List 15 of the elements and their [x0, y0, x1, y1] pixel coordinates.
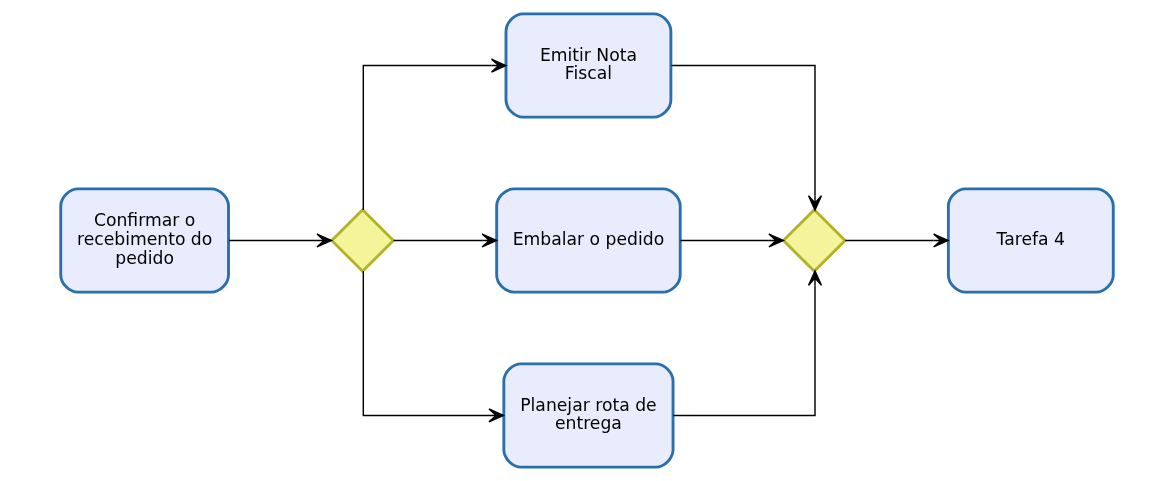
- node-box: Embalar o pedido: [495, 187, 682, 294]
- node-diamond: [781, 207, 848, 274]
- arrow: [228, 233, 332, 248]
- node-box: Confirmar o recebimento do pedido: [59, 187, 230, 294]
- arrow: [362, 270, 505, 423]
- arrow: [362, 58, 507, 211]
- arrow: [670, 64, 823, 211]
- node-box: Emitir Nota Fiscal: [504, 12, 673, 119]
- node-diamond: [329, 207, 396, 274]
- arrow: [844, 233, 949, 248]
- arrow: [672, 270, 823, 417]
- node-box: Planejar rota de entrega: [502, 362, 675, 469]
- arrow: [679, 233, 784, 248]
- node-box: Tarefa 4: [946, 187, 1115, 294]
- arrow: [392, 233, 498, 248]
